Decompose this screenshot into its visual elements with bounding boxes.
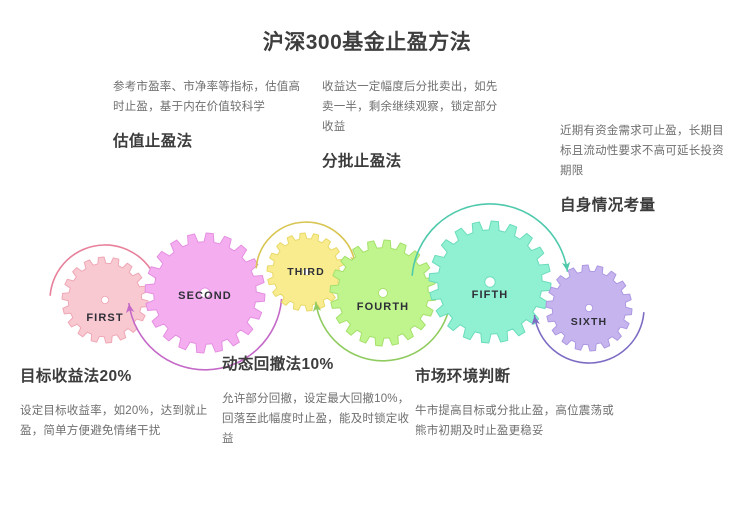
gear-hub-hole <box>301 267 311 277</box>
rotation-arrow-head <box>350 255 359 266</box>
gear-fourth: FOURTH <box>312 239 452 362</box>
text-block-market: 市场环境判断 牛市提高目标或分批止盈，高位震荡或熊市初期及时止盈更稳妥 <box>415 364 615 441</box>
gear-body <box>144 232 266 354</box>
block-description: 允许部分回撤，设定最大回撤10%，回落至此幅度时止盈，能及时锁定收益 <box>222 393 410 446</box>
gear-body <box>428 220 552 344</box>
gear-hub-hole <box>100 295 110 305</box>
gear-hub-hole <box>484 276 496 288</box>
text-block-valuation: 参考市盈率、市净率等指标，估值高时止盈，基于内在价值较科学 估值止盈法 <box>113 77 303 151</box>
gear-fifth: FIFTH <box>411 203 571 344</box>
rotation-arrow-head <box>561 261 571 272</box>
rotation-arrow-head <box>312 302 322 312</box>
gear-third: THIRD <box>255 221 359 312</box>
gear-hub-hole <box>199 287 211 299</box>
gear-first: FIRST <box>49 244 163 344</box>
block-heading: 市场环境判断 <box>415 368 511 385</box>
gear-sixth: SIXTH <box>531 264 645 364</box>
gear-body <box>329 239 437 347</box>
text-block-drawdown: 动态回撤法10% 允许部分回撤，设定最大回撤10%，回落至此幅度时止盈，能及时锁… <box>222 352 417 449</box>
text-block-batch: 收益达一定幅度后分批卖出，如先卖一半，剩余继续观察，锁定部分收益 分批止盈法 <box>322 77 507 171</box>
block-description: 参考市盈率、市净率等指标，估值高时止盈，基于内在价值较科学 <box>113 81 301 114</box>
rotation-arc <box>533 312 645 364</box>
gear-hub-hole <box>378 288 388 298</box>
rotation-arrow-head <box>126 303 135 314</box>
text-block-personal: 近期有资金需求可止盈，长期目标且流动性要求不高可延长投资期限 自身情况考量 <box>560 121 732 215</box>
gear-label: SECOND <box>178 290 232 302</box>
rotation-arrow-head <box>154 282 163 293</box>
page-title: 沪深300基金止盈方法 <box>262 31 472 54</box>
rotation-arc <box>255 221 357 269</box>
block-heading: 自身情况考量 <box>560 197 656 215</box>
gear-second: SECOND <box>126 232 283 371</box>
block-description: 近期有资金需求可止盈，长期目标且流动性要求不高可延长投资期限 <box>560 125 724 178</box>
gear-hub-hole <box>584 303 594 313</box>
block-description: 牛市提高目标或分批止盈，高位震荡或熊市初期及时止盈更稳妥 <box>415 405 614 438</box>
rotation-arc <box>411 203 569 276</box>
rotation-arrow-head <box>531 315 540 326</box>
rotation-arc <box>49 244 161 296</box>
block-heading: 动态回撤法10% <box>222 356 334 373</box>
gear-body <box>545 264 633 352</box>
block-heading: 分批止盈法 <box>322 153 402 171</box>
gear-label: SIXTH <box>571 316 607 328</box>
text-block-target-return: 目标收益法20% 设定目标收益率，如20%，达到就止盈，简单方便避免情绪干扰 <box>20 364 220 441</box>
gear-label: THIRD <box>287 266 325 278</box>
gear-body <box>61 256 149 344</box>
gear-label: FOURTH <box>357 301 409 313</box>
block-description: 设定目标收益率，如20%，达到就止盈，简单方便避免情绪干扰 <box>20 405 208 438</box>
gear-label: FIFTH <box>472 289 509 301</box>
block-heading: 估值止盈法 <box>113 133 193 151</box>
block-heading: 目标收益法20% <box>20 368 132 385</box>
gear-body <box>266 232 346 312</box>
gear-label: FIRST <box>86 312 123 324</box>
block-description: 收益达一定幅度后分批卖出，如先卖一半，剩余继续观察，锁定部分收益 <box>322 81 498 134</box>
